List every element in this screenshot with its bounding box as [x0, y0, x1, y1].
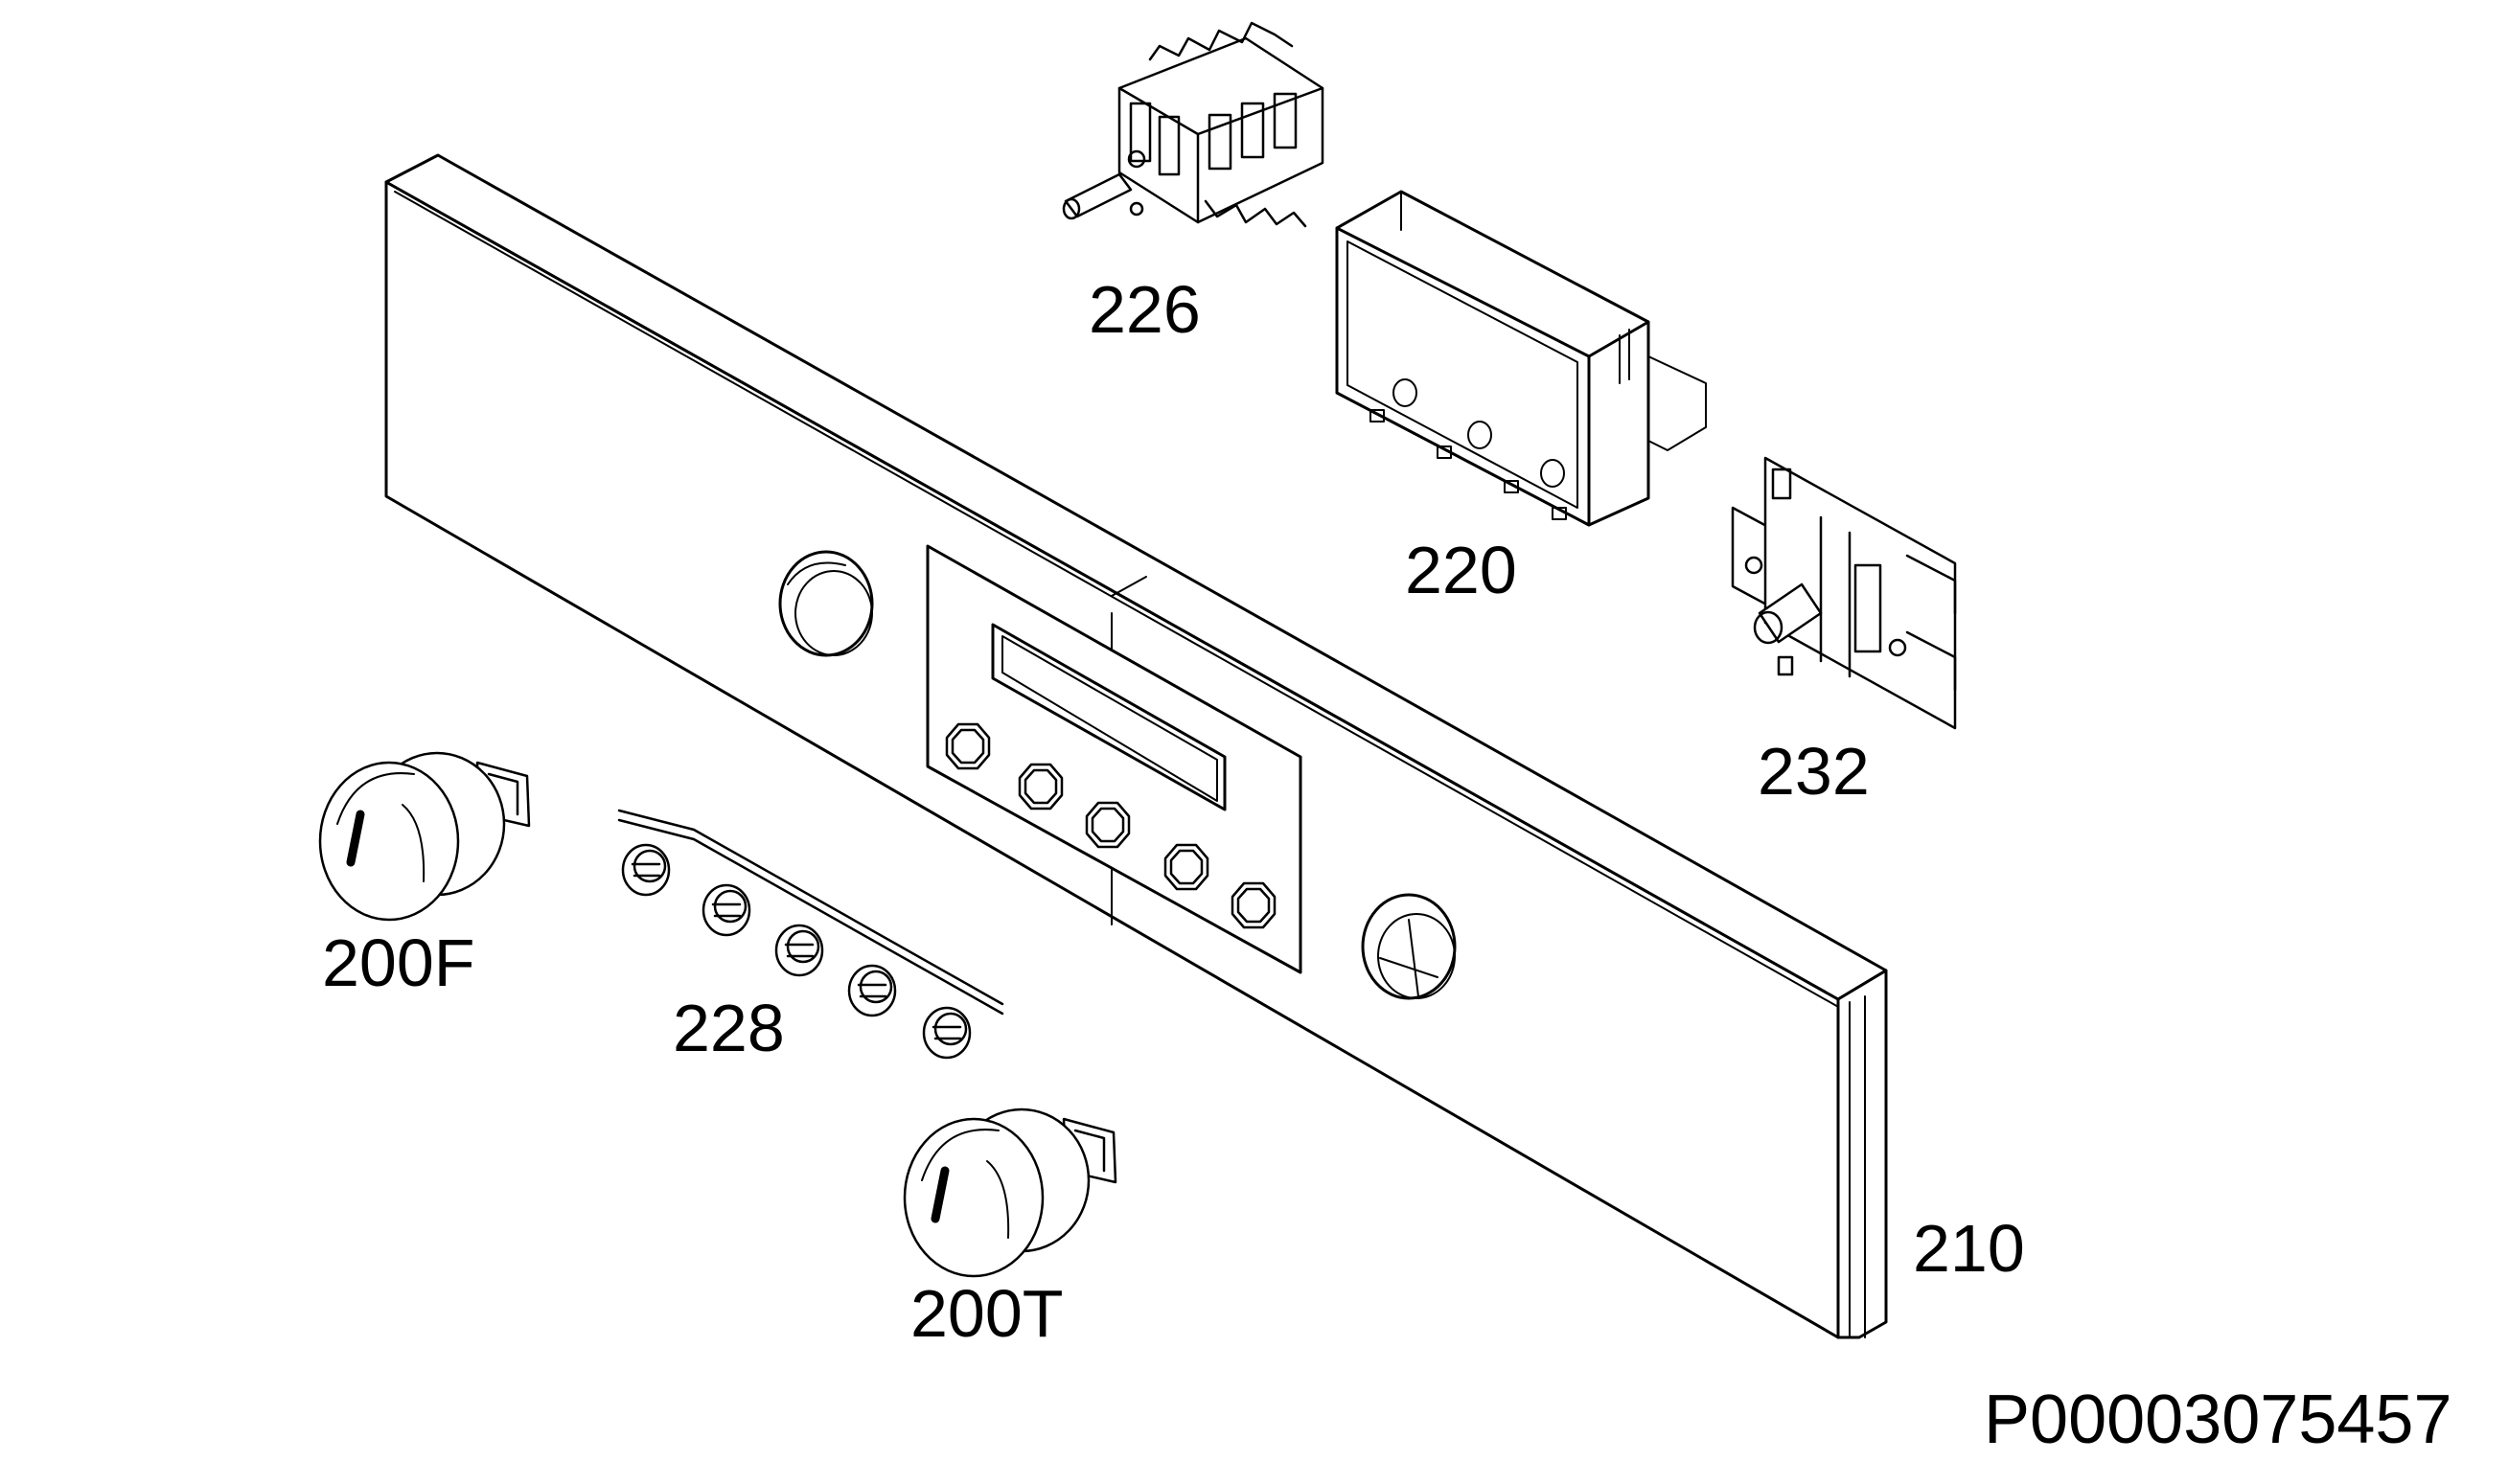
left-knob-hole	[778, 550, 874, 657]
label-232: 232	[1758, 734, 1870, 809]
temperature-knob-icon	[903, 1107, 1117, 1278]
control-panel-icon	[384, 153, 1888, 1339]
display-housing-icon	[1335, 190, 1707, 527]
label-220: 220	[1405, 533, 1517, 607]
label-228: 228	[673, 991, 785, 1065]
right-knob-hole	[1361, 893, 1457, 1000]
function-knob-icon	[318, 751, 531, 922]
label-226: 226	[1089, 272, 1201, 347]
label-200T: 200T	[910, 1276, 1064, 1351]
label-200F: 200F	[322, 925, 475, 1000]
button-holes	[945, 722, 1277, 929]
thermostat-icon	[1731, 456, 1957, 730]
selector-switch-icon	[1062, 21, 1324, 228]
label-210: 210	[1913, 1211, 2025, 1286]
document-id: P00003075457	[1984, 1381, 2452, 1458]
push-button-strip-icon	[617, 809, 1004, 1060]
